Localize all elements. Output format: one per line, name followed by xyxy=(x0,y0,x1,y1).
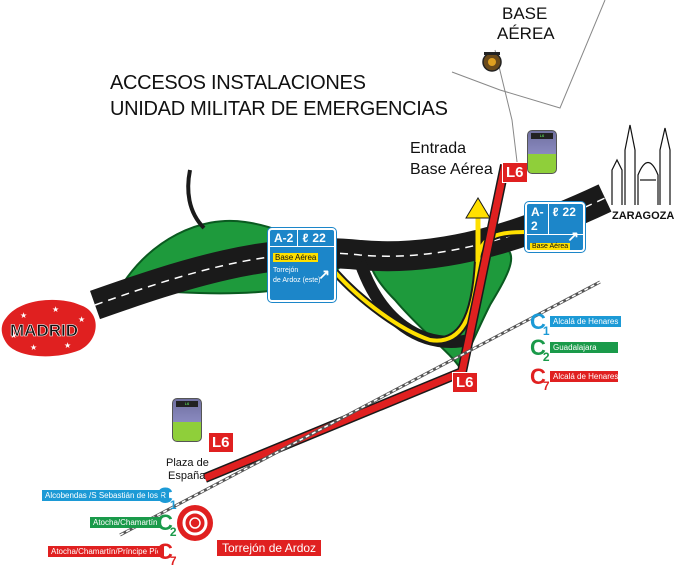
svg-text:★: ★ xyxy=(20,311,27,320)
bus-display: L6 xyxy=(531,133,553,139)
svg-text:★: ★ xyxy=(10,331,17,340)
madrid-stars: ★ ★ ★ ★ ★ ★ xyxy=(10,305,85,352)
bus-icon: L6 xyxy=(527,130,557,174)
svg-text:★: ★ xyxy=(78,315,85,324)
cercanias-right-c7-dest: Alcalá de Henares xyxy=(550,371,618,382)
cercanias-c1-icon: C1 xyxy=(157,483,177,513)
cercanias-right-c2-dest: Guadalajara xyxy=(550,342,618,353)
plaza-line1: Plaza de xyxy=(166,457,209,469)
sign-highlight: Base Aérea xyxy=(530,243,571,250)
base-boundary xyxy=(451,0,606,109)
entrada-line2: Base Aérea xyxy=(410,161,493,178)
zaragoza-label: ZARAGOZA xyxy=(612,210,675,222)
svg-text:★: ★ xyxy=(64,341,71,350)
cercanias-left-c2-dest: Atocha/Chamartín xyxy=(90,517,161,528)
plaza-line2: España xyxy=(168,470,206,482)
cercanias-c2-icon: C2 xyxy=(530,335,550,365)
base-aerea-line1: BASE xyxy=(502,4,548,23)
base-aerea-line2: AÉREA xyxy=(497,24,555,43)
arrow-up-right-icon: ↗ xyxy=(567,228,579,244)
yellow-arrowhead xyxy=(465,197,491,219)
sign-sub2: de Ardoz (este) xyxy=(273,277,321,284)
cercanias-c2-icon: C2 xyxy=(157,510,177,540)
sign-highlight: Base Aérea xyxy=(273,253,319,262)
sign-road: A-2 xyxy=(274,231,294,245)
cercanias-c7-icon: C7 xyxy=(530,364,550,394)
bus-icon: L6 xyxy=(172,398,202,442)
map-title-line1: ACCESOS INSTALACIONES xyxy=(110,72,366,94)
sign-sub1: Torrejón xyxy=(273,267,299,274)
cercanias-left-c7-dest: Atocha/Chamartín/Príncipe Pío xyxy=(48,546,165,557)
cercanias-c7-icon: C7 xyxy=(157,539,177,569)
base-boundary-2 xyxy=(494,49,519,171)
bus-display: L6 xyxy=(176,401,198,407)
cercanias-right-c1-dest: Alcalá de Henares xyxy=(550,316,622,327)
bus-badge-l6-top: L6 xyxy=(502,162,528,183)
madrid-area xyxy=(1,299,96,357)
spur-road xyxy=(186,169,206,230)
military-emblem-icon xyxy=(482,52,502,72)
cathedral-skyline-icon xyxy=(611,124,671,205)
madrid-label: MADRID xyxy=(10,321,78,340)
arrow-up-right-icon: ↗ xyxy=(318,266,330,282)
entrada-line1: Entrada xyxy=(410,140,467,157)
svg-text:★: ★ xyxy=(30,343,37,352)
bus-badge-l6-bottom: L6 xyxy=(208,432,234,453)
torrejon-label: Torrejón de Ardoz xyxy=(217,540,322,556)
bus-badge-l6-middle: L6 xyxy=(452,372,478,393)
svg-text:★: ★ xyxy=(52,305,59,314)
railway-line xyxy=(119,280,601,537)
station-torrejon xyxy=(177,505,213,541)
map-title-line2: UNIDAD MILITAR DE EMERGENCIAS xyxy=(110,98,448,120)
cercanias-c1-icon: C1 xyxy=(530,309,550,339)
cercanias-left-c1-dest: Alcobendas /S Sebastián de los R xyxy=(42,490,169,501)
sign-road: A-2 xyxy=(531,205,544,233)
